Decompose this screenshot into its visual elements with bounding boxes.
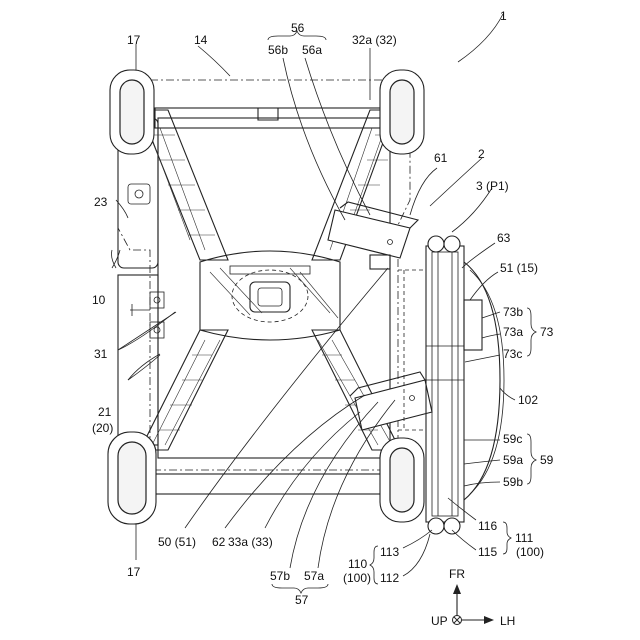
- ref-21: 21: [98, 405, 112, 419]
- ref-10: 10: [92, 293, 106, 307]
- ref-62: 62: [212, 535, 226, 549]
- ref-17-top: 17: [127, 33, 141, 47]
- ref-100-a: (100): [343, 571, 371, 585]
- ref-56: 56: [291, 21, 305, 35]
- ref-100-b: (100): [516, 545, 544, 559]
- axis-up: UP: [431, 614, 448, 628]
- ref-31: 31: [94, 347, 108, 361]
- ref-3: 3 (P1): [476, 179, 509, 193]
- ref-73c: 73c: [503, 347, 522, 361]
- ref-113: 113: [380, 545, 399, 559]
- ref-1: 1: [500, 9, 507, 23]
- ref-73b: 73b: [503, 305, 523, 319]
- wheels: [108, 70, 424, 524]
- ref-102: 102: [518, 393, 538, 407]
- wheel-rear-right: [380, 438, 424, 522]
- ref-116: 116: [478, 519, 497, 533]
- center-hub: [200, 251, 340, 340]
- ref-59c: 59c: [503, 432, 522, 446]
- ref-56b: 56b: [268, 43, 288, 57]
- ref-23: 23: [94, 195, 108, 209]
- ref-63: 63: [497, 231, 511, 245]
- ref-33a: 33a (33): [228, 535, 273, 549]
- ref-73: 73: [540, 325, 554, 339]
- ref-2: 2: [478, 147, 485, 161]
- ref-57: 57: [295, 593, 309, 607]
- orientation-axes: FR UP LH: [431, 567, 515, 628]
- ref-73a: 73a: [503, 325, 523, 339]
- ref-59a: 59a: [503, 453, 523, 467]
- leader-lines: [112, 14, 537, 593]
- ref-111: 111: [515, 531, 534, 545]
- wheel-front-right: [380, 70, 424, 154]
- ref-14: 14: [194, 33, 208, 47]
- ref-59b: 59b: [503, 475, 523, 489]
- ref-115: 115: [478, 545, 497, 559]
- axis-lh: LH: [500, 614, 515, 628]
- axis-fr: FR: [449, 567, 465, 581]
- ref-112: 112: [380, 571, 399, 585]
- lh-arrow-icon: [484, 616, 494, 624]
- ref-57b: 57b: [270, 569, 290, 583]
- curved-guard: [464, 262, 500, 500]
- ref-56a: 56a: [302, 43, 322, 57]
- ref-17-bottom: 17: [127, 565, 141, 579]
- wheel-rear-left: [108, 432, 156, 524]
- ref-50: 50 (51): [158, 535, 196, 549]
- frame-body: [118, 80, 410, 494]
- bracket-57: [350, 372, 432, 430]
- ref-20: (20): [92, 421, 113, 435]
- ref-59: 59: [540, 453, 554, 467]
- left-lower-member: [118, 275, 158, 445]
- fr-arrow-icon: [453, 584, 461, 594]
- ref-32a: 32a (32): [352, 33, 397, 47]
- ref-51: 51 (15): [500, 261, 538, 275]
- rear-crossbar: [150, 474, 395, 494]
- bracket-56: [328, 202, 418, 269]
- wheel-front-left: [110, 70, 154, 154]
- ref-61: 61: [434, 151, 448, 165]
- ref-57a: 57a: [304, 569, 324, 583]
- ref-110: 110: [348, 557, 367, 571]
